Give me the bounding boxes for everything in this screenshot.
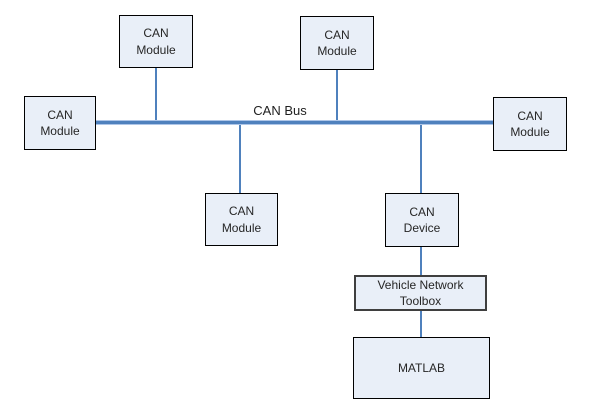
node-can-module-bottom: CAN Module (205, 193, 278, 246)
node-can-module-right: CAN Module (493, 97, 567, 151)
node-can-module-left: CAN Module (24, 96, 96, 150)
connector-bus-to-can-device (420, 124, 422, 193)
node-vehicle-network-toolbox: Vehicle Network Toolbox (354, 275, 487, 311)
node-can-module-top-right: CAN Module (300, 16, 374, 70)
connector-top-right-module-to-bus (336, 70, 338, 121)
node-can-device: CAN Device (385, 193, 459, 247)
connector-top-left-module-to-bus (155, 68, 157, 121)
connector-bus-to-bottom-module (239, 124, 241, 193)
node-matlab: MATLAB (353, 337, 490, 399)
connector-can-device-to-toolbox (420, 247, 422, 275)
node-can-module-top-left: CAN Module (119, 15, 193, 68)
can-bus-line (96, 121, 493, 124)
connector-toolbox-to-matlab (420, 311, 422, 337)
can-bus-label: CAN Bus (253, 103, 307, 118)
